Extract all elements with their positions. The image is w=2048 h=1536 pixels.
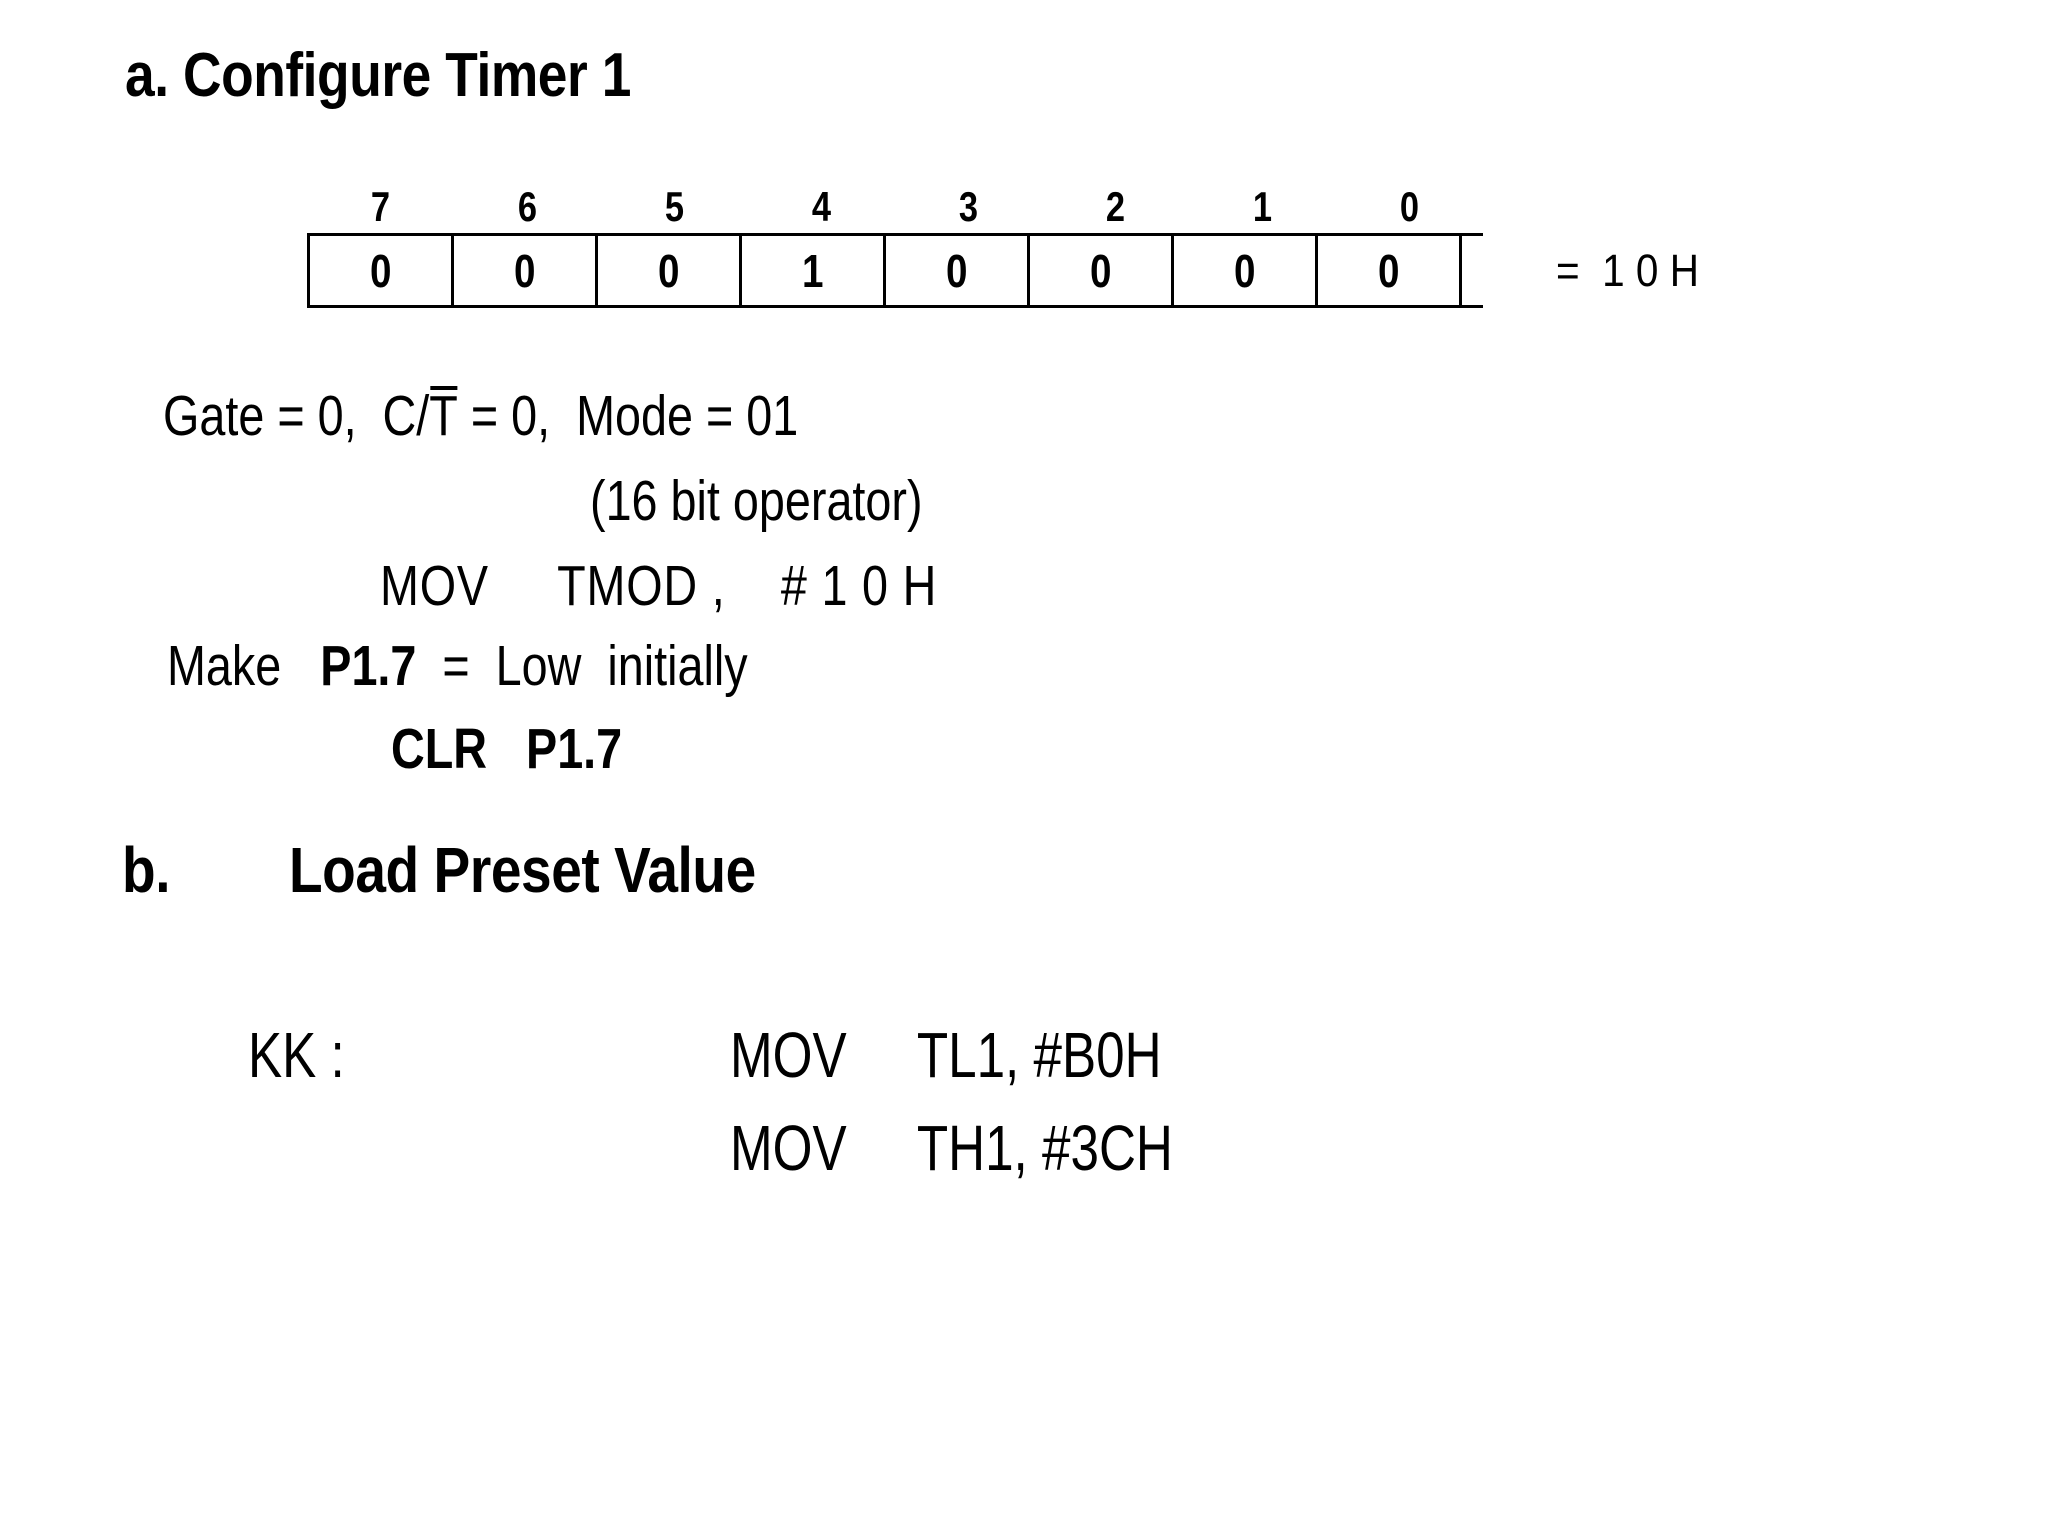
tmod-hex-annotation: = 1 0 H [1556,245,1699,296]
section-b-heading: b. Load Preset Value [122,834,756,906]
bit-cell-1: 0 [1174,236,1318,305]
make-prefix-text: Make [167,634,321,698]
mov-th1-instruction: MOV TH1, #3CH [730,1112,1173,1184]
bit-cell-5: 0 [598,236,742,305]
bit-value-3: 0 [945,244,968,297]
gate-suffix-text: = 0, Mode = 01 [457,384,799,448]
bit-label-2: 2 [1105,183,1126,230]
bit-value-0: 0 [1377,244,1400,297]
bit-cell-6: 0 [454,236,598,305]
mov-tl1-instruction: MOV TL1, #B0H [730,1019,1162,1091]
bit-label-row: 7 6 5 4 3 2 1 0 [307,185,1483,233]
make-port-label: P1.7 [320,634,417,698]
tmod-bit-table: 7 6 5 4 3 2 1 0 0 0 0 1 0 0 0 0 [307,185,1483,308]
mov-tmod-instruction: MOV TMOD , # 1 0 H [380,554,938,618]
bit-label-5: 5 [664,183,685,230]
bit-value-2: 0 [1089,244,1112,297]
bit-value-4: 1 [801,244,824,297]
bit-value-1: 0 [1233,244,1256,297]
bit-cell-0: 0 [1318,236,1462,305]
bit-cell-3: 0 [886,236,1030,305]
bit-label-3: 3 [958,183,979,230]
operator-note-line: (16 bit operator) [590,469,923,533]
bit-label-4: 4 [811,183,832,230]
gate-prefix-text: Gate = 0, C/ [163,384,430,448]
gate-mode-line: Gate = 0, C/T = 0, Mode = 01 [163,385,798,448]
make-suffix-text: = Low initially [416,634,748,698]
bit-label-6: 6 [517,183,538,230]
bit-value-6: 0 [513,244,536,297]
bit-cell-2: 0 [1030,236,1174,305]
bit-value-7: 0 [369,244,392,297]
bit-value-5: 0 [657,244,680,297]
section-a-heading: a. Configure Timer 1 [125,41,631,110]
bit-cell-4: 1 [742,236,886,305]
bit-value-row: 0 0 0 1 0 0 0 0 [307,233,1483,308]
bit-label-1: 1 [1252,183,1273,230]
ct-overline-t: T [429,384,458,448]
make-p17-low-line: Make P1.7 = Low initially [167,635,748,698]
bit-label-0: 0 [1399,183,1420,230]
bit-cell-7: 0 [310,236,454,305]
kk-label: KK : [248,1019,345,1091]
bit-label-7: 7 [370,183,391,230]
clr-p17-instruction: CLR P1.7 [391,717,623,781]
